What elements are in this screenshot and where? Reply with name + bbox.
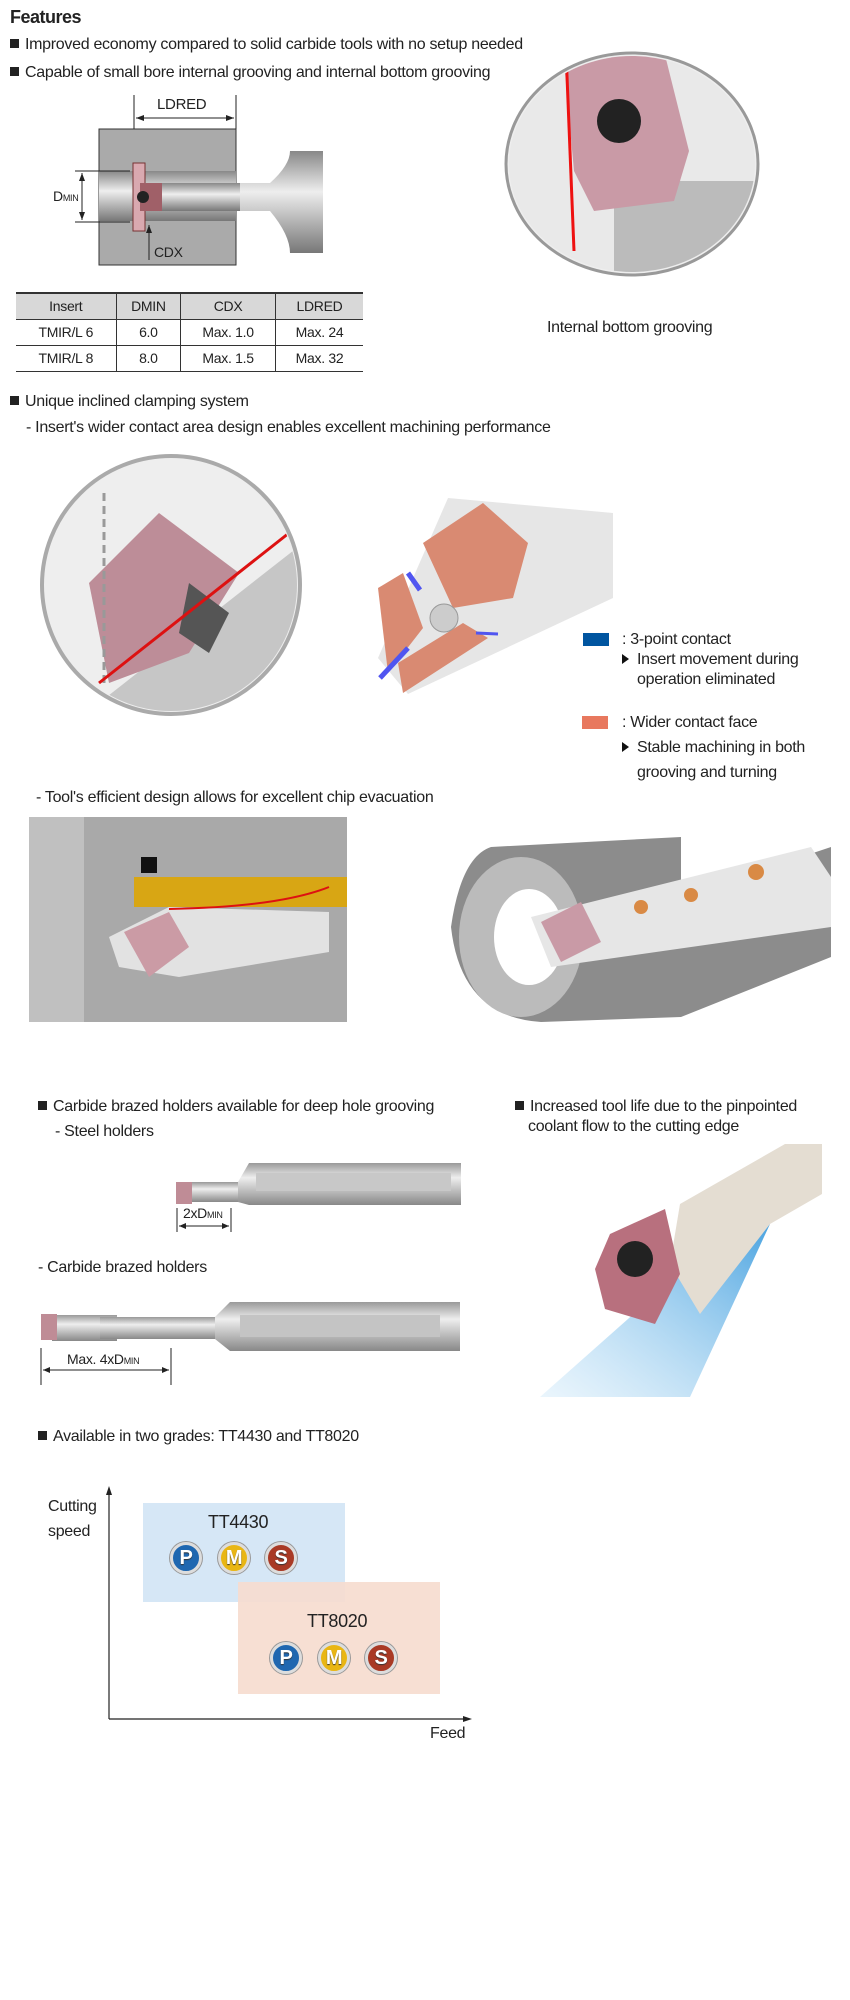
bore-dimension-diagram: LDRED CDX (75, 95, 323, 266)
legend-salmon-desc-2: grooving and turning (637, 764, 777, 781)
contact-face-tool-image (378, 498, 613, 694)
y-axis-label-1: Cutting (48, 1498, 97, 1515)
clamping-subtext: - Insert's wider contact area design ena… (26, 419, 551, 436)
arrow-right-icon (622, 654, 629, 664)
grade-label-tt4430: TT4430 (208, 1512, 269, 1532)
legend-salmon-desc: Stable machining in both (622, 738, 805, 758)
chip-evacuation-subtext: - Tool's efficient design allows for exc… (36, 789, 434, 806)
steel-holder-image (176, 1163, 461, 1232)
legend-blue-desc-2: operation eliminated (637, 671, 776, 688)
x-axis-label: Feed (430, 1725, 466, 1742)
carbide-dim-label: Max. 4xDMIN (67, 1351, 140, 1367)
coolant-text-line-2: coolant flow to the cutting edge (528, 1118, 739, 1135)
steel-dim-label: 2xDMIN (183, 1205, 223, 1221)
material-badge-m: M (218, 1542, 250, 1574)
chip-evacuation-3d-image (451, 837, 831, 1022)
legend-blue-desc: Insert movement during (622, 650, 799, 670)
material-badge-p: P (270, 1642, 302, 1674)
ldred-label: LDRED (157, 96, 207, 113)
dmin-label: DMIN (53, 188, 79, 204)
legend-salmon-swatch (582, 716, 608, 729)
bullet-coolant: Increased tool life due to the pinpointe… (515, 1097, 797, 1117)
grade-chart-axes (106, 1486, 472, 1722)
chip-evacuation-section-image (29, 817, 347, 1022)
legend-wider-contact-face: : Wider contact face (622, 714, 758, 731)
legend-blue-swatch (583, 633, 609, 646)
bottom-grooving-caption: Internal bottom grooving (547, 319, 713, 336)
steel-holders-label: - Steel holders (55, 1123, 154, 1140)
bullet-economy: Improved economy compared to solid carbi… (10, 35, 523, 55)
bullet-grades: Available in two grades: TT4430 and TT80… (38, 1427, 359, 1447)
grade-area-tt8020 (238, 1582, 440, 1694)
cdx-label: CDX (154, 244, 184, 260)
features-heading: Features (10, 7, 82, 27)
bullet-carbide-brazed: Carbide brazed holders available for dee… (38, 1097, 434, 1117)
material-badge-s: S (265, 1542, 297, 1574)
material-badge-m: M (318, 1642, 350, 1674)
bullet-clamping: Unique inclined clamping system (10, 392, 249, 412)
arrow-right-icon (622, 742, 629, 752)
y-axis-label-2: speed (48, 1523, 91, 1540)
legend-3-point-contact: : 3-point contact (622, 631, 731, 648)
inclined-clamp-closeup-image (40, 454, 302, 716)
internal-bottom-grooving-image (504, 51, 760, 277)
bullet-small-bore: Capable of small bore internal grooving … (10, 63, 491, 83)
carbide-brazed-holder-image (40, 1302, 460, 1385)
material-badge-s: S (365, 1642, 397, 1674)
grade-label-tt8020: TT8020 (307, 1611, 368, 1631)
carbide-holders-label: - Carbide brazed holders (38, 1259, 207, 1276)
coolant-flow-image (540, 1144, 822, 1397)
material-badge-p: P (170, 1542, 202, 1574)
